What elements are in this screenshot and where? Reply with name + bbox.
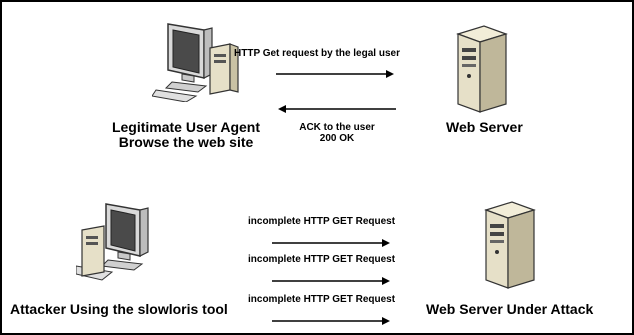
arrow-right-icon	[272, 316, 390, 326]
server-label: Web Server	[446, 119, 523, 135]
arrow-left-icon	[278, 104, 396, 114]
response-label-line2: 200 OK	[319, 133, 355, 144]
attacker-label: Attacker Using the slowloris tool	[10, 301, 228, 317]
client-label-line1: Legitimate User Agent	[111, 119, 261, 135]
incomplete-request-label: incomplete HTTP GET Request	[248, 216, 396, 227]
arrow-right-icon	[276, 69, 394, 79]
arrow-right-icon	[272, 238, 390, 248]
incomplete-request-label: incomplete HTTP GET Request	[248, 294, 396, 305]
arrow-right-icon	[272, 276, 390, 286]
response-label: ACK to the user 200 OK	[296, 122, 378, 144]
client-label-line2: Browse the web site	[118, 134, 254, 151]
server-tower-icon	[454, 24, 510, 114]
attacked-server-label: Web Server Under Attack	[426, 301, 594, 317]
incomplete-request-label: incomplete HTTP GET Request	[248, 254, 396, 265]
response-label-line1: ACK to the user	[299, 122, 375, 133]
server-tower-icon	[482, 200, 538, 290]
desktop-computer-icon	[75, 200, 166, 282]
client-label: Legitimate User Agent Browse the web sit…	[98, 119, 274, 151]
request-label: HTTP Get request by the legal user	[234, 48, 400, 59]
desktop-computer-icon	[151, 20, 242, 103]
